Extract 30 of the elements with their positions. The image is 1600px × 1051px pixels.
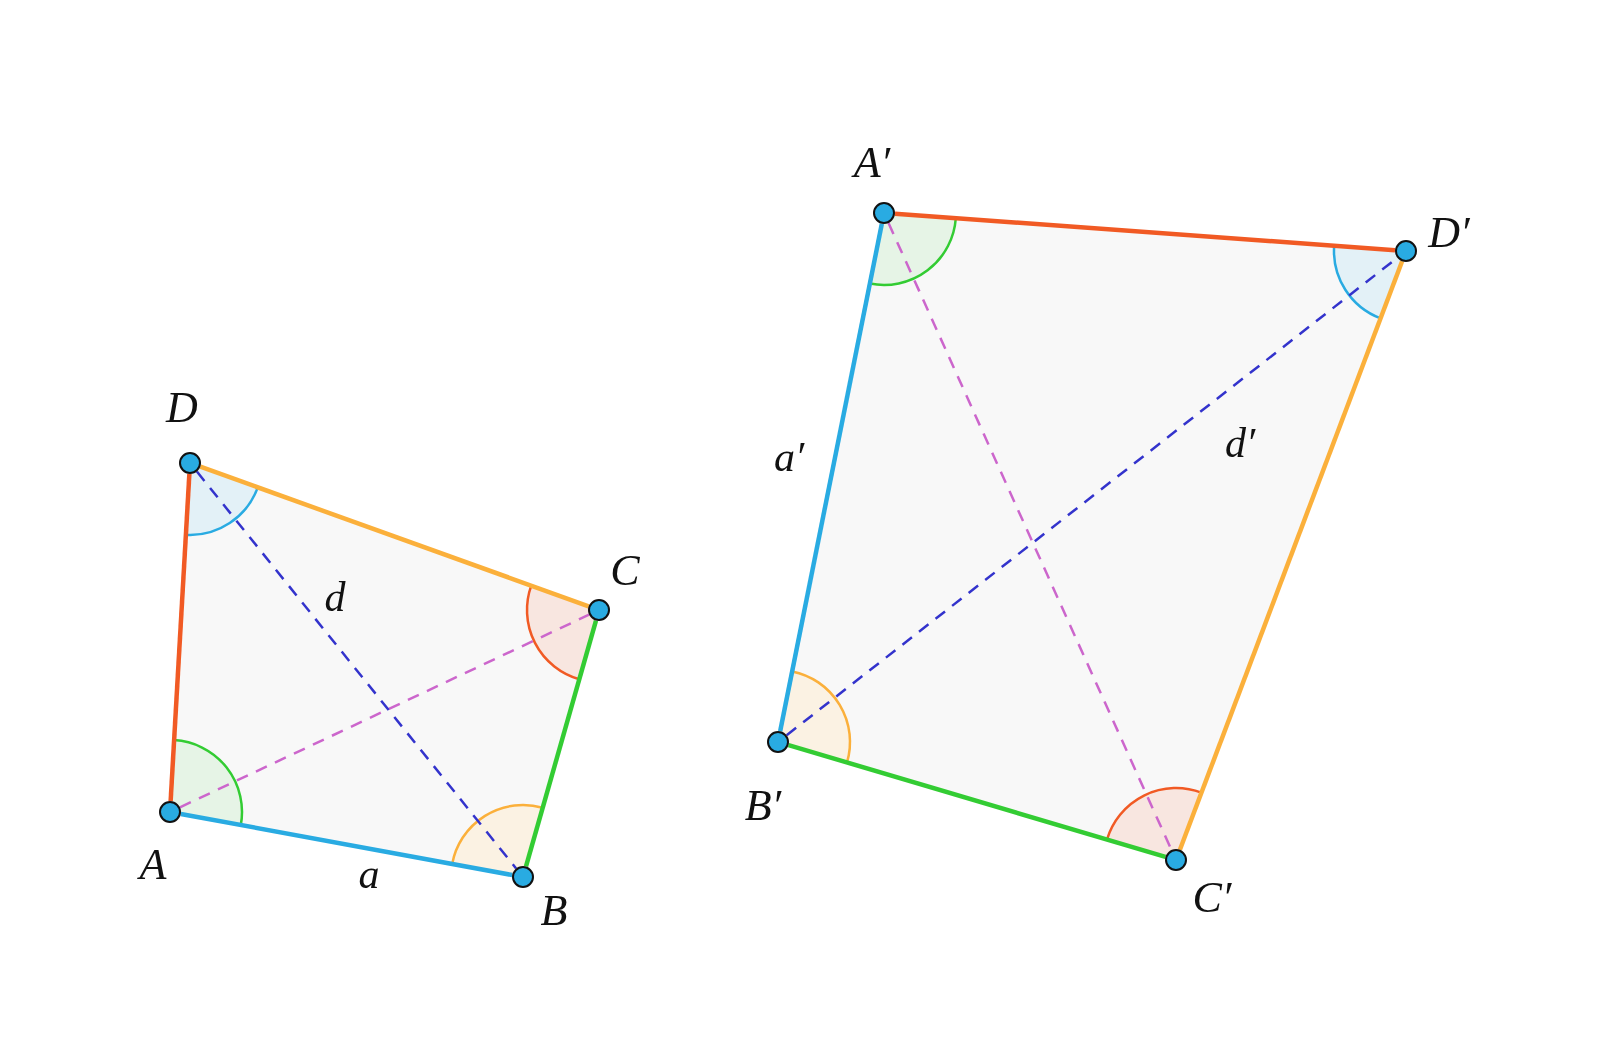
vertex-point bbox=[512, 866, 534, 888]
polygon-side bbox=[1177, 260, 1405, 851]
polygon-side bbox=[168, 473, 192, 802]
vertex-point bbox=[1165, 849, 1187, 871]
edge-label: a bbox=[358, 853, 380, 895]
vertex-label: D′ bbox=[1428, 211, 1470, 255]
vertex-point bbox=[767, 731, 789, 753]
edge-label: d′ bbox=[1224, 422, 1256, 464]
vertex-label: A bbox=[139, 843, 167, 887]
vertex-label: C bbox=[610, 549, 640, 593]
polygon-side bbox=[180, 811, 513, 878]
dashed-diagonal bbox=[179, 613, 590, 809]
vertex-label: D bbox=[166, 386, 198, 430]
vertex-point bbox=[873, 202, 895, 224]
vertex-point bbox=[1395, 240, 1417, 262]
vertex-point bbox=[588, 599, 610, 621]
polygon-side bbox=[523, 619, 599, 868]
polygon-side bbox=[787, 742, 1167, 860]
dashed-diagonal bbox=[195, 470, 518, 870]
polygon-side bbox=[777, 223, 885, 732]
vertex-point bbox=[159, 801, 181, 823]
vertex-label: B bbox=[540, 889, 568, 933]
polygon-side bbox=[199, 464, 590, 609]
edge-label: d bbox=[324, 576, 346, 618]
edge-label: a′ bbox=[773, 436, 805, 478]
vertex-point bbox=[179, 452, 201, 474]
vertex-label: B′ bbox=[744, 784, 782, 828]
vertex-label: A′ bbox=[853, 141, 891, 185]
vertex-label: C′ bbox=[1192, 876, 1232, 920]
polygon-side bbox=[894, 211, 1396, 253]
